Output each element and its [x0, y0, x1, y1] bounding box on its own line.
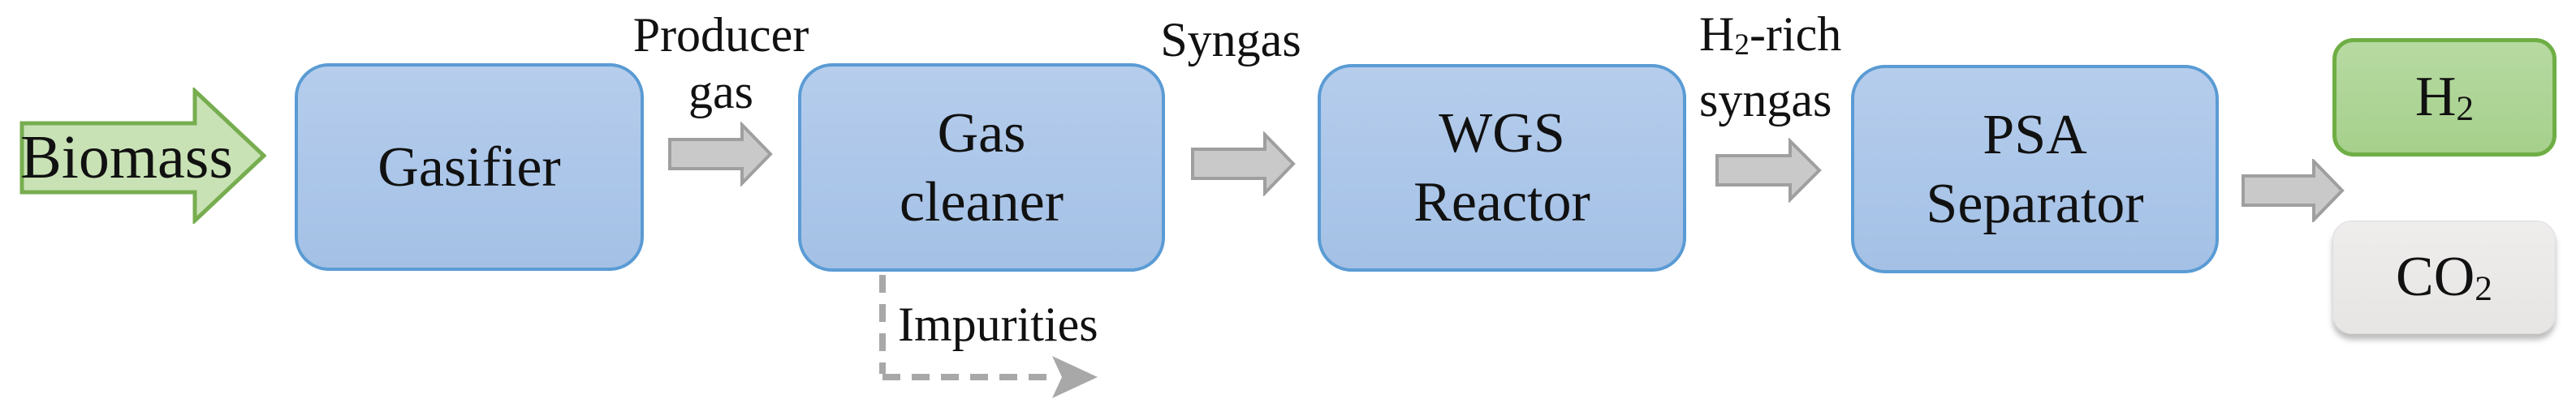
node-psa-separator-label-line: Separator: [1926, 172, 2144, 235]
flow-arrow-icon-producer-gas: [668, 122, 773, 187]
flow-label-text: -rich: [1749, 7, 1842, 61]
flow-label-line: syngas: [1699, 73, 1832, 127]
node-psa-separator-label-line: PSA: [1983, 103, 2087, 166]
node-gas-cleaner-label-line: cleaner: [899, 170, 1064, 234]
node-gas-cleaner: Gas cleaner: [798, 63, 1165, 272]
output-h2-label: H2: [2415, 65, 2474, 130]
flow-label-line: H2-rich: [1699, 5, 1902, 71]
flow-label-subscript: 2: [1734, 28, 1750, 62]
flow-label-text: H: [1699, 7, 1735, 61]
flow-label-line: gas: [688, 65, 753, 118]
output-co2-label: CO2: [2396, 245, 2492, 310]
impurities-label-text: Impurities: [898, 298, 1098, 351]
output-label-text: H: [2414, 66, 2457, 128]
impurities-label: Impurities: [898, 297, 1098, 353]
output-label-subscript: 2: [2456, 89, 2475, 129]
node-psa-separator: PSA Separator: [1851, 65, 2219, 273]
node-gasifier-label: Gasifier: [378, 135, 561, 199]
impurities-dashed-arrow-icon: [879, 275, 1098, 398]
flow-arrow-icon-syngas: [1191, 131, 1296, 196]
flow-label-producer-gas: Producer gas: [630, 6, 812, 120]
node-gasifier: Gasifier: [295, 63, 644, 271]
output-label-text: CO: [2396, 246, 2475, 308]
output-label-subscript: 2: [2475, 269, 2492, 309]
biomass-input-label: Biomass: [18, 122, 235, 193]
biomass-input-arrow-icon: [19, 88, 266, 224]
flow-label-syngas: Syngas: [1141, 11, 1320, 68]
flow-label-line: Syngas: [1160, 13, 1301, 66]
node-wgs-reactor: WGS Reactor: [1318, 64, 1686, 272]
output-box-co2: CO2: [2332, 221, 2556, 334]
flow-arrow-icon-output: [2242, 159, 2345, 222]
node-wgs-reactor-label-line: Reactor: [1413, 171, 1590, 234]
flow-arrow-icon-h2-rich-syngas: [1715, 138, 1822, 203]
node-gas-cleaner-label-line: Gas: [937, 101, 1026, 165]
biomass-label-text: Biomass: [20, 122, 233, 191]
node-wgs-reactor-label-line: WGS: [1439, 102, 1565, 165]
flow-label-h2-rich-syngas: H2-rich syngas: [1699, 5, 1902, 129]
output-box-h2: H2: [2332, 38, 2557, 157]
flow-label-line: Producer: [632, 8, 809, 62]
